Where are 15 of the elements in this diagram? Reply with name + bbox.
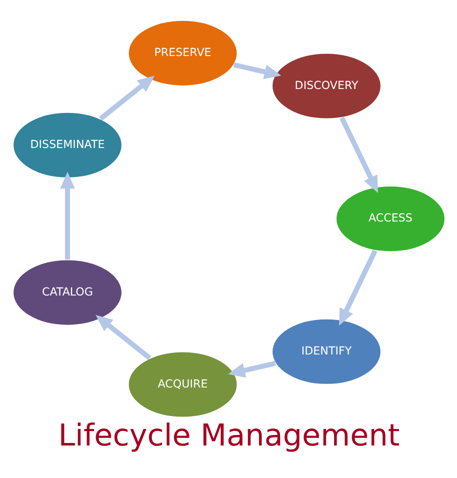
node-ellipse: DISSEMINATE: [12, 111, 122, 178]
node-ellipse: IDENTIFY: [271, 318, 381, 384]
node-ellipse: ACCESS: [335, 185, 445, 252]
node-ellipse: CATALOG: [12, 258, 122, 326]
node-ellipse: ACQUIRE: [127, 350, 238, 418]
arrow: [60, 171, 74, 259]
arrow: [232, 62, 281, 79]
arrow: [338, 249, 377, 326]
node-ellipse: DISCOVERY: [271, 52, 381, 119]
node-ellipse: PRESERVE: [127, 19, 238, 86]
arrow: [95, 314, 151, 360]
arrow: [339, 116, 378, 192]
arrow: [98, 75, 154, 120]
diagram-title: Lifecycle Management: [58, 418, 400, 453]
arrow: [228, 360, 276, 378]
